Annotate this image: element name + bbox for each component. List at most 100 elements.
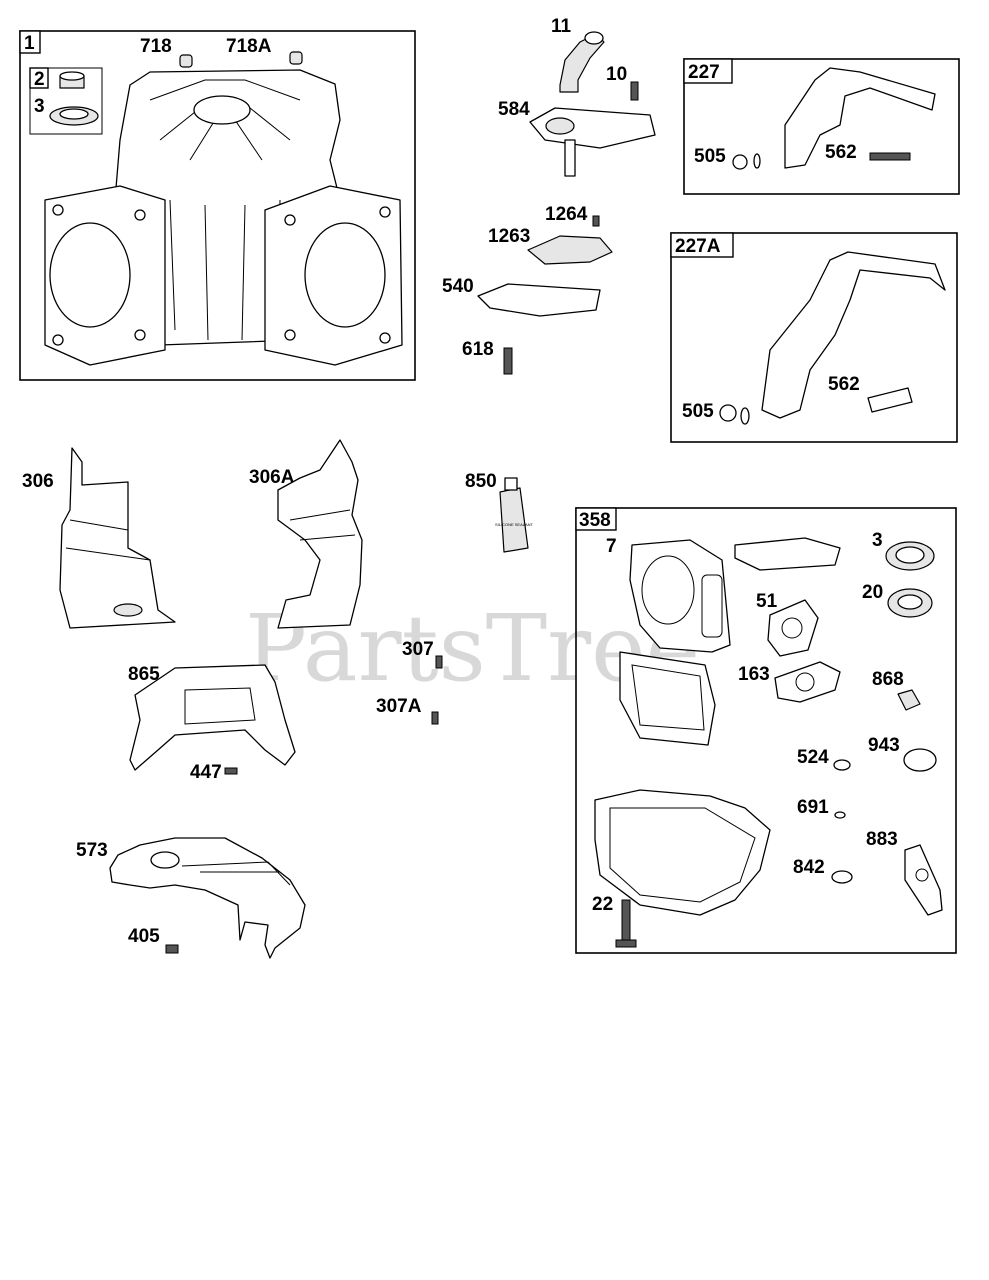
block-bore-top <box>193 95 251 125</box>
inset-box-2-3 <box>29 67 103 135</box>
dowel-718 <box>179 54 193 68</box>
valve-cover-gasket <box>734 537 841 571</box>
group-227: 227 505 562 <box>683 58 960 195</box>
breather-valve <box>527 235 613 265</box>
baffle-306a-edges <box>289 509 356 541</box>
sealant-tube-label: SILICONE SEALANT <box>495 522 534 527</box>
oil-fill-tube <box>559 33 605 93</box>
shroud-573-hole <box>150 851 180 869</box>
washer-505-a <box>753 153 761 169</box>
right-bolt-3 <box>379 206 391 218</box>
callout-524: 524 <box>797 747 829 768</box>
valve-cover-gasket-2 <box>619 651 716 746</box>
baffle-865 <box>129 664 296 771</box>
group-227a: 227A 505 562 <box>670 232 958 443</box>
callout-850: 850 <box>465 471 497 492</box>
right-bolt-1 <box>284 214 296 226</box>
callout-20: 20 <box>862 582 883 603</box>
baffle-865-parts: 865 447 307 307A <box>128 639 443 783</box>
baffle-306a <box>277 439 363 629</box>
gasket-51 <box>767 599 819 657</box>
bolt-562-a <box>869 152 911 161</box>
bracket-227a <box>761 251 946 419</box>
callout-227: 227 <box>688 62 720 83</box>
inset-tag-2 <box>29 67 49 89</box>
breather-gasket <box>477 283 601 317</box>
callout-540: 540 <box>442 276 474 297</box>
group-227-frame <box>683 58 960 195</box>
group-1-tag <box>19 30 41 54</box>
right-bore <box>304 222 386 328</box>
callout-227a: 227A <box>675 236 721 257</box>
gasket-163 <box>774 661 841 703</box>
left-bore <box>49 222 131 328</box>
left-bolt-1 <box>52 204 64 216</box>
callout-2: 2 <box>34 69 45 90</box>
callout-842: 842 <box>793 857 825 878</box>
group-1-cylinder: 1 2 3 718 718A <box>19 30 416 381</box>
callout-562-b: 562 <box>828 374 860 395</box>
crankcase-gasket <box>594 789 771 916</box>
group-358-gasket-set: 358 7 3 20 51 163 868 524 943 691 883 <box>575 507 957 954</box>
callout-691: 691 <box>797 797 829 818</box>
group-227a-frame <box>670 232 958 443</box>
callout-865: 865 <box>128 664 160 685</box>
nut-505-b <box>719 404 737 422</box>
callout-10: 10 <box>606 64 627 85</box>
right-bolt-2 <box>284 329 296 341</box>
callout-718: 718 <box>140 36 172 57</box>
callout-3: 3 <box>34 96 45 117</box>
sealant-cap <box>504 477 518 491</box>
callout-618: 618 <box>462 339 494 360</box>
callout-358: 358 <box>579 510 611 531</box>
seal-inner <box>59 108 89 120</box>
callout-447: 447 <box>190 762 222 783</box>
bolt-22-head <box>615 939 637 948</box>
bushing-top <box>59 71 85 81</box>
group-358-tag <box>575 507 617 531</box>
head-gasket-port <box>701 574 723 638</box>
gasket-883 <box>904 844 943 916</box>
callout-307: 307 <box>402 639 434 660</box>
baffle-306 <box>59 447 176 629</box>
callout-405: 405 <box>128 926 160 947</box>
group-1-frame <box>19 30 416 381</box>
callout-1: 1 <box>24 33 35 54</box>
left-bolt-3 <box>134 209 146 221</box>
nut-505-a <box>732 154 748 170</box>
callout-306a: 306A <box>249 467 295 488</box>
oil-fill-tube-top <box>584 31 604 45</box>
bracket-227 <box>784 67 936 169</box>
oring-943 <box>903 748 937 772</box>
screw-307a <box>431 711 439 725</box>
callout-51: 51 <box>756 591 778 612</box>
callout-306: 306 <box>22 471 54 492</box>
callout-3-b: 3 <box>872 530 883 551</box>
breather-tube <box>564 139 576 177</box>
callout-307a: 307A <box>376 696 422 717</box>
crankcase-gasket-inner <box>609 807 756 903</box>
shroud-573-slots <box>181 861 291 886</box>
oring-842 <box>831 870 853 884</box>
callout-1264: 1264 <box>545 204 588 225</box>
screw-618 <box>503 347 513 375</box>
dowel-718a <box>289 51 303 65</box>
callout-505-b: 505 <box>682 401 714 422</box>
callout-883: 883 <box>866 829 898 850</box>
callout-943: 943 <box>868 735 900 756</box>
baffle-306-edges <box>65 519 151 561</box>
group-358-frame <box>575 507 957 954</box>
bolt-22 <box>621 899 631 941</box>
head-gasket-bore <box>641 555 695 625</box>
breather-parts: 11 10 584 1264 1263 540 618 <box>442 16 656 375</box>
callout-573: 573 <box>76 840 108 861</box>
breather-boss <box>545 117 575 135</box>
part-868 <box>897 689 921 711</box>
screw-405 <box>165 944 179 954</box>
block-fins <box>169 199 281 341</box>
callout-163: 163 <box>738 664 770 685</box>
head-gasket <box>629 539 731 653</box>
group-227a-tag <box>670 232 734 258</box>
baffle-306-boss <box>113 603 143 617</box>
